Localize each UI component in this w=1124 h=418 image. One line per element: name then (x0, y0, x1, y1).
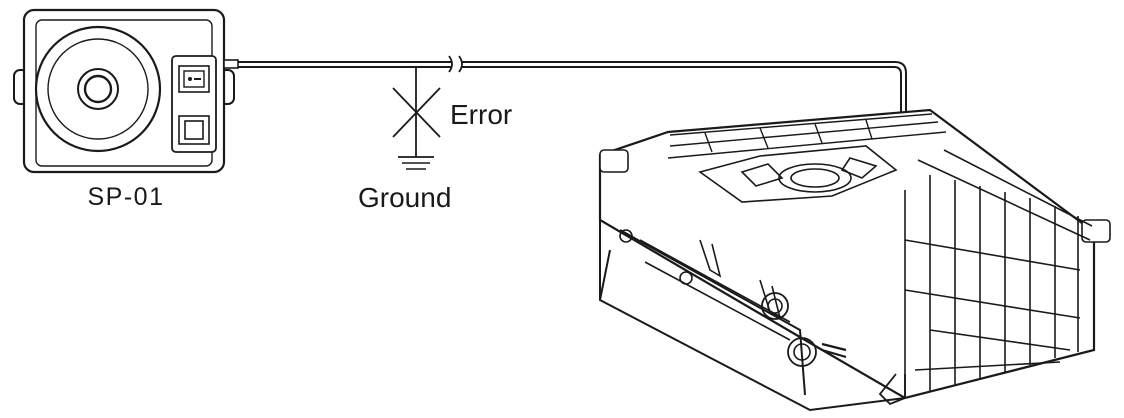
ground-connection (392, 67, 441, 170)
radio-top-cutout (698, 145, 898, 203)
radio-front-details (619, 229, 791, 341)
ground-label: Ground (358, 182, 451, 213)
radio-heatsink-fins (904, 149, 1093, 398)
cross-mark-icon (392, 87, 441, 138)
speaker-icon (34, 25, 162, 153)
radio-knob-right (1081, 219, 1111, 243)
speaker-plug (878, 373, 906, 406)
radio-top-plane (598, 108, 1096, 400)
radio-top-ridges (667, 113, 947, 159)
radio-front-face (599, 220, 906, 412)
radio-knob-left (599, 149, 629, 173)
cable-break-icon (448, 55, 463, 73)
speaker-label: SP-01 (88, 183, 165, 211)
speaker-switch-bottom-icon (178, 115, 210, 145)
external-speaker (13, 8, 239, 174)
mobile-radio-icon (598, 108, 1111, 412)
radio-rear-connector (761, 292, 847, 367)
speaker-switch-top-icon (178, 65, 210, 93)
speaker-cable-jack (223, 59, 239, 69)
error-label: Error (450, 99, 512, 130)
ground-symbol-icon (398, 156, 434, 170)
